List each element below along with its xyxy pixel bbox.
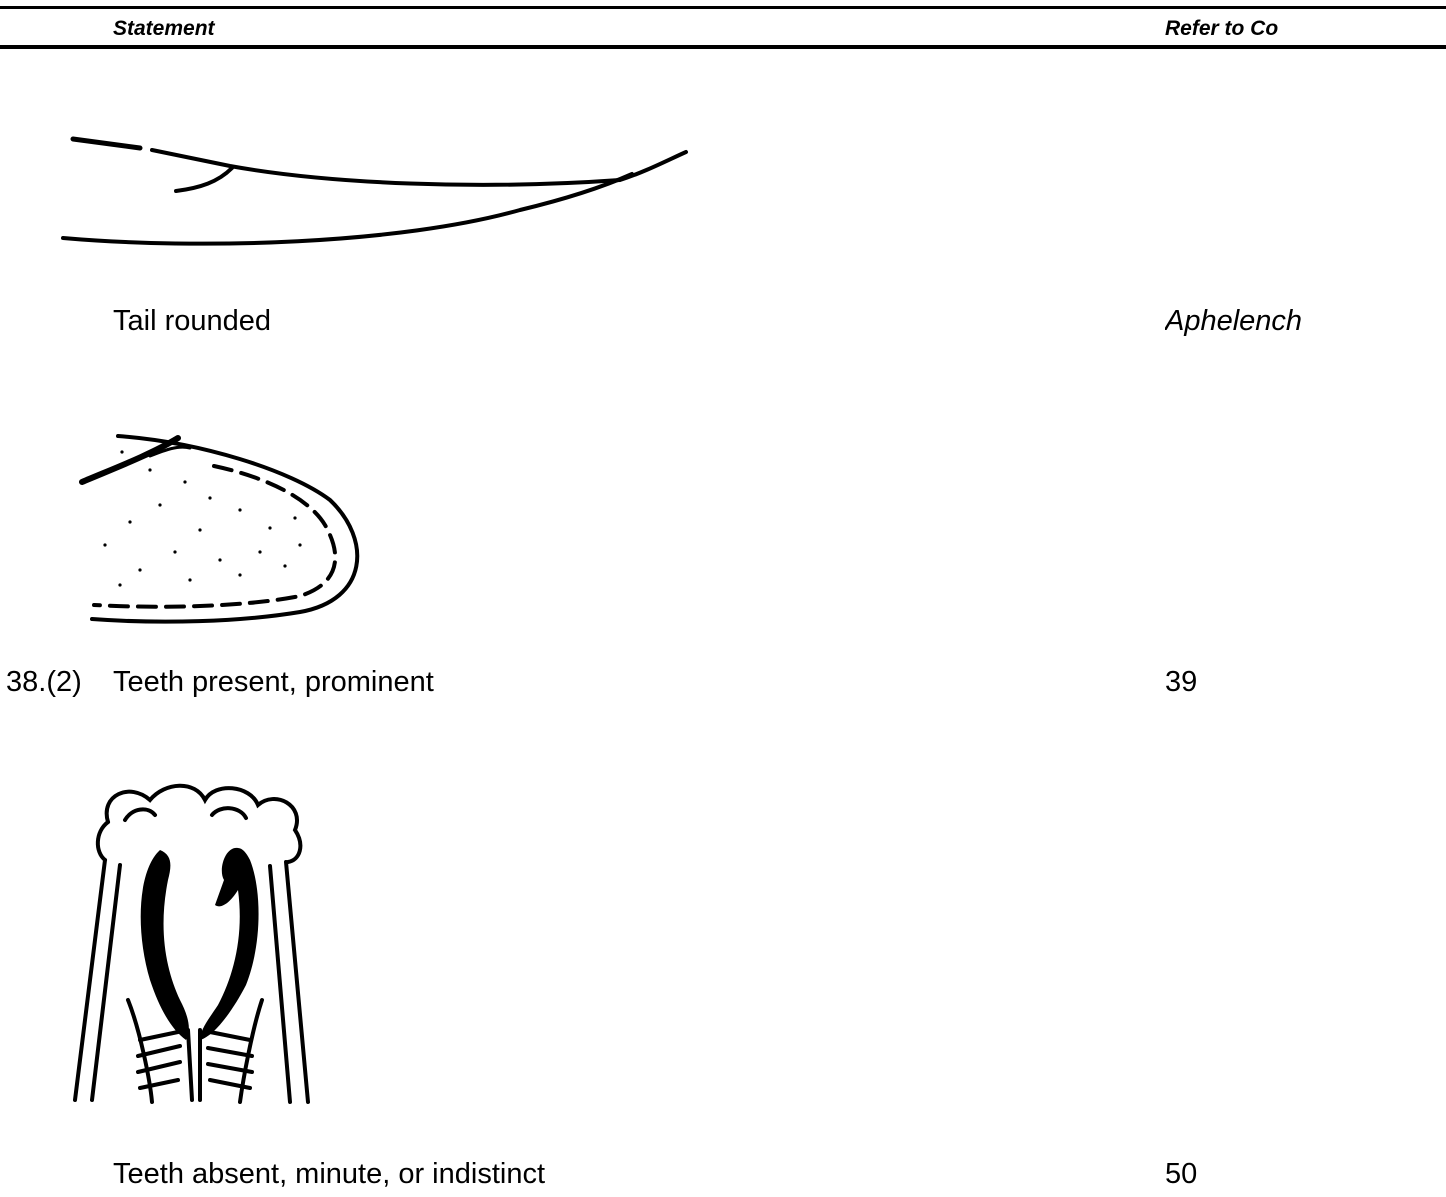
couplet-number: 38.(2) <box>6 665 82 699</box>
statement-teeth-absent: Teeth absent, minute, or indistinct <box>113 1157 545 1191</box>
tail-rounded-drawing <box>0 420 380 640</box>
refer-39: 39 <box>1165 665 1197 699</box>
column-header-statement: Statement <box>113 16 241 42</box>
refer-aphelench: Aphelench <box>1165 304 1308 338</box>
statement-tail-rounded: Tail rounded <box>113 304 271 338</box>
statement-teeth-present: Teeth present, prominent <box>113 665 434 699</box>
header-top-rule <box>0 6 1446 9</box>
header-bottom-rule <box>0 45 1446 49</box>
tail-pointed-drawing <box>0 60 730 300</box>
refer-50: 50 <box>1165 1157 1197 1191</box>
column-header-refer-to: Refer to Co <box>1165 16 1307 42</box>
teeth-present-drawing <box>0 770 330 1120</box>
